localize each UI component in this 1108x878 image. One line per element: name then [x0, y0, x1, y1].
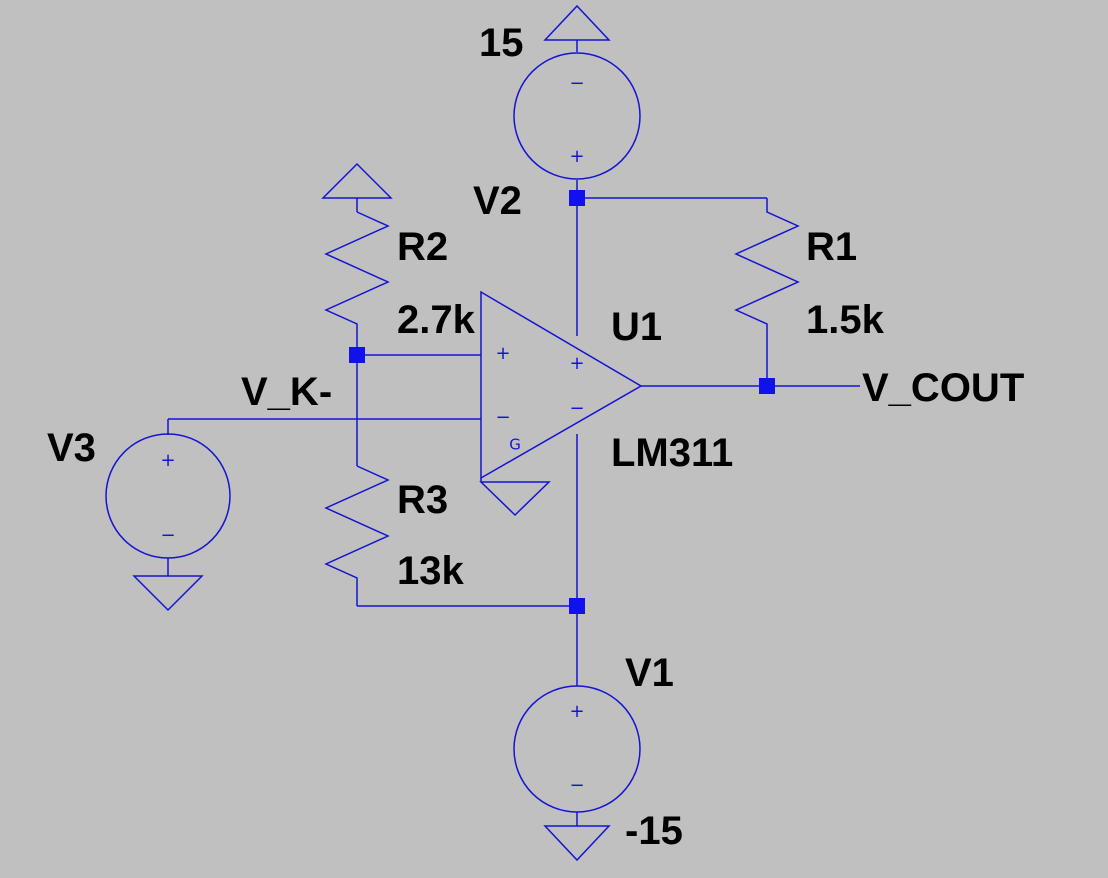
ground-icon-u1[interactable] [479, 481, 551, 517]
source-v1-plus: + [569, 701, 584, 722]
source-v2-minus: − [569, 73, 584, 94]
net-label-v-cout[interactable]: V_COUT [862, 366, 1024, 410]
label-r2-value[interactable]: 2.7k [397, 298, 476, 342]
junction-v2[interactable] [569, 190, 585, 206]
label-r1-name[interactable]: R1 [806, 225, 857, 269]
opamp-u1-g-pin: G [509, 436, 521, 454]
resistor-r1[interactable] [734, 198, 800, 340]
labels: 15 V2 R2 2.7k R1 1.5k U1 LM311 V_K- V_CO… [47, 21, 1024, 853]
resistor-r2[interactable] [324, 211, 390, 338]
label-v2-name[interactable]: V2 [473, 179, 522, 223]
source-v3[interactable]: + − [105, 433, 231, 559]
label-v1-value[interactable]: -15 [625, 809, 683, 853]
junction-output[interactable] [759, 378, 775, 394]
source-v3-body [105, 433, 231, 559]
opamp-u1-in-minus-sign: − [495, 407, 510, 428]
opamp-u1-vplus-sign: + [569, 353, 584, 374]
source-v2-plus: + [569, 146, 584, 167]
label-v1-name[interactable]: V1 [625, 651, 674, 695]
resistor-r3[interactable] [324, 465, 390, 590]
label-r1-value[interactable]: 1.5k [806, 298, 885, 342]
source-v3-minus: − [160, 525, 175, 546]
opamp-u1-vminus-sign: − [569, 398, 584, 419]
junction-r2-r3[interactable] [349, 347, 365, 363]
net-label-v-k[interactable]: V_K- [241, 370, 332, 414]
opamp-u1[interactable]: + − + − G [480, 290, 643, 480]
ground-icon-v3[interactable] [132, 575, 204, 612]
label-r3-value[interactable]: 13k [397, 549, 464, 593]
label-u1-name[interactable]: U1 [611, 305, 662, 349]
source-v1-minus: − [569, 775, 584, 796]
junctions [349, 190, 775, 614]
source-v1[interactable]: + − [513, 685, 641, 813]
source-v1-body [513, 685, 641, 813]
label-v3-name[interactable]: V3 [47, 426, 96, 470]
label-u1-model[interactable]: LM311 [611, 431, 733, 475]
ground-icon-v1[interactable] [543, 825, 611, 862]
label-v2-value[interactable]: 15 [479, 21, 524, 65]
opamp-u1-body [480, 290, 643, 480]
label-r2-name[interactable]: R2 [397, 225, 448, 269]
label-r3-name[interactable]: R3 [397, 478, 448, 522]
ground-icon-r2[interactable] [321, 162, 393, 199]
ground-icon-v2[interactable] [543, 4, 611, 41]
source-v3-plus: + [160, 450, 175, 471]
opamp-u1-in-plus-sign: + [495, 343, 510, 364]
source-v2-body [513, 52, 641, 180]
source-v2[interactable]: − + [513, 52, 641, 180]
junction-v1[interactable] [569, 598, 585, 614]
wires [167, 40, 860, 826]
ground-symbols [132, 4, 611, 862]
